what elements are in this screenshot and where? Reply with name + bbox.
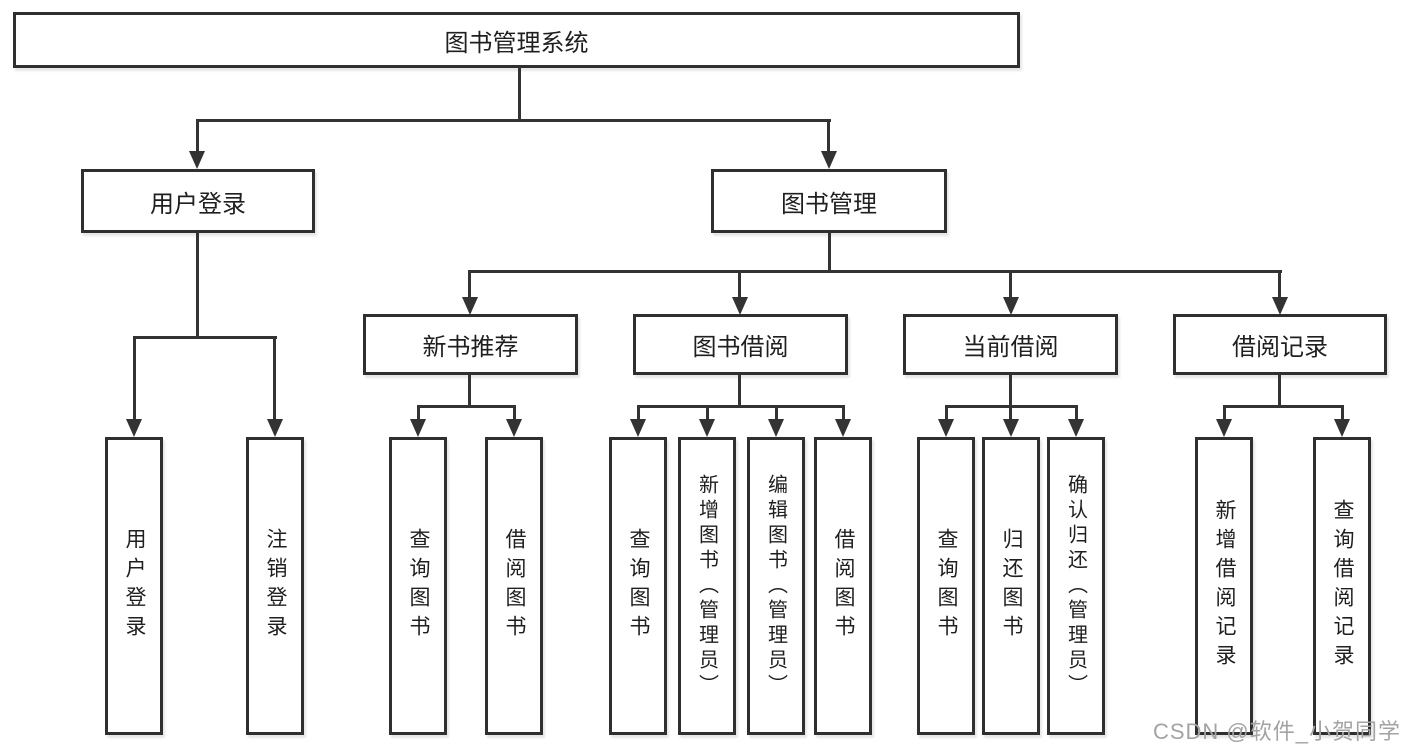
node-user-login: 用户登录 [81,169,315,233]
arrowhead-down [732,297,748,315]
connector-line [518,67,521,121]
connector-line [738,375,741,408]
node-library-management-system: 图书管理系统 [13,12,1020,68]
node-query-books-current: 查询图书 [917,437,975,735]
node-query-books-borrowing: 查询图书 [609,437,667,735]
connector-line [1278,270,1281,300]
csdn-watermark: CSDN @软件_小贺同学 [1152,719,1401,744]
arrowhead-down [410,419,426,437]
connector-line [513,405,516,421]
connector-line [738,270,741,300]
connector-line [1223,405,1226,421]
node-current-borrowing: 当前借阅 [903,314,1118,375]
connector-line [637,405,844,408]
arrowhead-down [506,419,522,437]
node-user-login-leaf: 用户登录 [105,437,163,735]
connector-line [468,375,471,408]
arrowhead-down [1272,297,1288,315]
connector-line [133,336,136,421]
connector-line [1341,405,1344,421]
arrowhead-down [126,419,142,437]
connector-line [469,270,1282,273]
arrowhead-down [1003,419,1019,437]
connector-line [196,233,199,338]
connector-line [828,233,831,273]
connector-line [1009,405,1012,421]
connector-line [1009,375,1012,408]
arrowhead-down [189,151,205,169]
node-confirm-return-admin: 确认归还（管理员） [1047,437,1105,735]
node-add-borrow-record: 新增借阅记录 [1195,437,1253,735]
node-return-books: 归还图书 [982,437,1040,735]
node-borrow-books-borrowing: 借阅图书 [814,437,872,735]
node-book-borrowing: 图书借阅 [633,314,848,375]
arrowhead-down [768,419,784,437]
connector-line [1009,270,1012,300]
connector-line [417,405,420,421]
node-logout-leaf: 注销登录 [246,437,304,735]
node-edit-books-admin: 编辑图书（管理员） [747,437,805,735]
connector-line [468,270,471,300]
arrowhead-down [821,151,837,169]
node-query-books-recommend: 查询图书 [389,437,447,735]
arrowhead-down [1003,297,1019,315]
connector-line [945,405,948,421]
connector-line [133,336,277,339]
connector-line [775,405,778,421]
node-book-management: 图书管理 [711,169,947,233]
node-query-borrow-record: 查询借阅记录 [1313,437,1371,735]
connector-line [706,405,709,421]
connector-line [1278,375,1281,408]
arrowhead-down [1216,419,1232,437]
node-add-books-admin: 新增图书（管理员） [678,437,736,735]
connector-line [1075,405,1078,421]
node-borrowing-records: 借阅记录 [1173,314,1387,375]
connector-line [637,405,640,421]
connector-line [417,405,516,408]
connector-line [273,336,276,421]
arrowhead-down [1068,419,1084,437]
arrowhead-down [699,419,715,437]
connector-line [827,119,830,155]
arrowhead-down [938,419,954,437]
arrowhead-down [630,419,646,437]
arrowhead-down [267,419,283,437]
arrowhead-down [462,297,478,315]
connector-line [1223,405,1343,408]
connector-line [196,119,831,122]
arrowhead-down [1334,419,1350,437]
arrowhead-down [835,419,851,437]
node-borrow-books-recommend: 借阅图书 [485,437,543,735]
connector-line [842,405,845,421]
connector-line [196,119,199,155]
node-new-book-recommendation: 新书推荐 [363,314,578,375]
